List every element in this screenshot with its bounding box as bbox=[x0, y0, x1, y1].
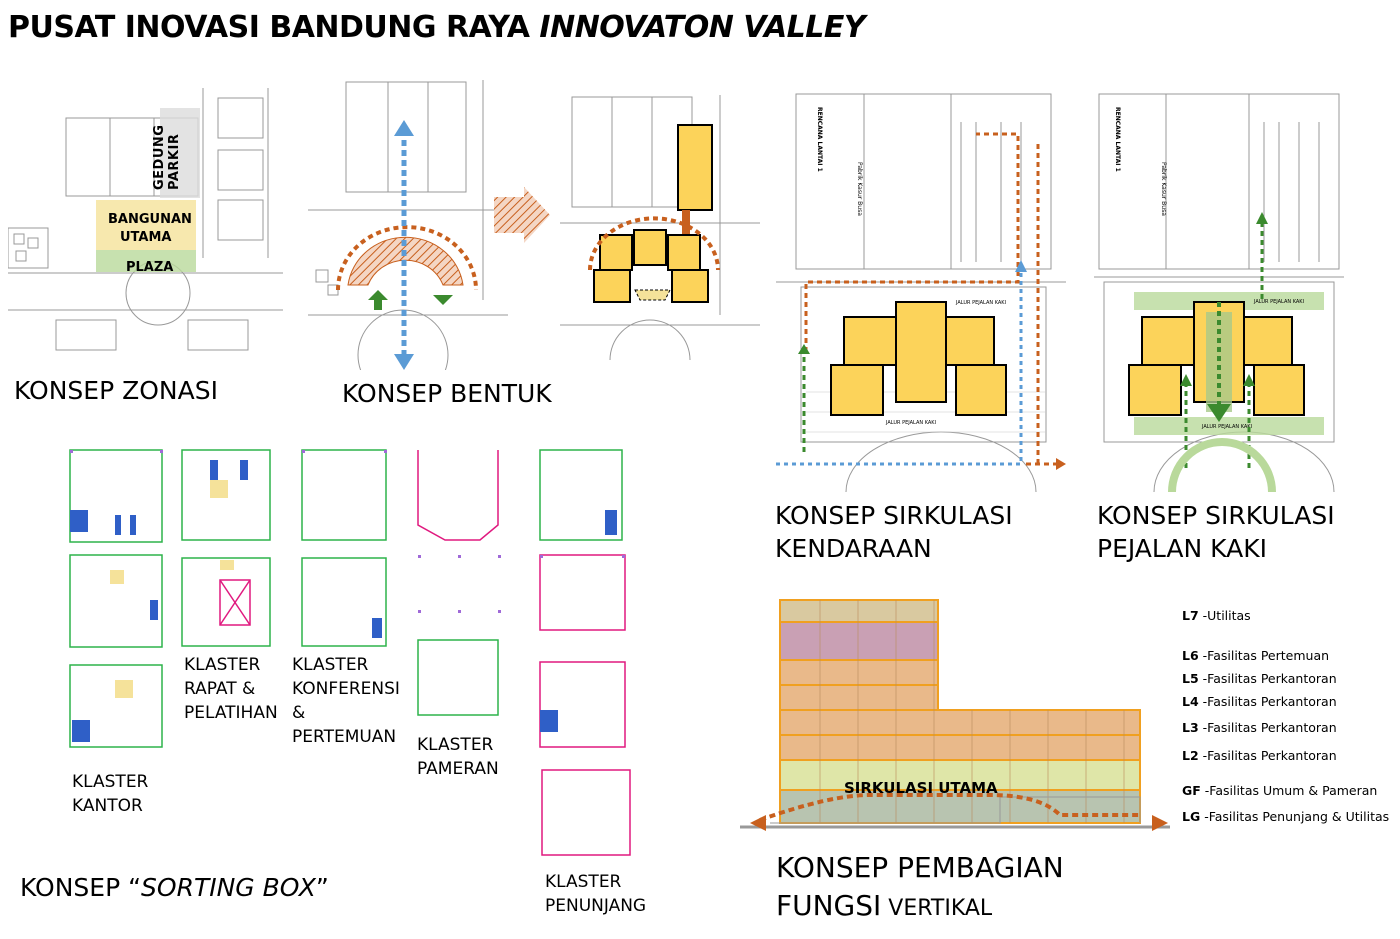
bentuk-diagram-2 bbox=[560, 95, 760, 360]
caption-sirkulasi-kendaraan-2: KENDARAAN bbox=[775, 534, 932, 563]
center-label-sirkulasi: SIRKULASI UTAMA bbox=[844, 779, 998, 797]
sirkulasi-pejalan-plan: RENCANA LANTAI 1 Pabrik Kasur Busa JALUR… bbox=[1094, 93, 1344, 492]
legend-name: -Fasilitas Perkantoran bbox=[1198, 671, 1337, 686]
legend-name: -Fasilitas Perkantoran bbox=[1198, 720, 1337, 735]
legend-name: -Fasilitas Penunjang & Utilitas bbox=[1200, 809, 1390, 824]
legend-code: L7 bbox=[1182, 608, 1199, 623]
legend-code: L3 bbox=[1182, 720, 1199, 735]
legend-item-l4: L4 -Fasilitas Perkantoran bbox=[1182, 694, 1337, 709]
label-utama: UTAMA bbox=[120, 230, 172, 245]
sirkulasi-kendaraan-plan: RENCANA LANTAI 1 Pabrik Kasur Busa JALUR… bbox=[776, 93, 1066, 492]
sorting-box-plans bbox=[69, 449, 631, 856]
label-bangunan: BANGUNAN bbox=[108, 212, 192, 227]
floor-l7 bbox=[779, 599, 939, 623]
floor-l4 bbox=[779, 684, 939, 711]
bentuk-diagram-1 bbox=[308, 80, 508, 370]
plan-title: RENCANA LANTAI 1 bbox=[816, 107, 823, 172]
legend-name: -Fasilitas Perkantoran bbox=[1198, 748, 1337, 763]
legend-item-gf: GF -Fasilitas Umum & Pameran bbox=[1182, 783, 1377, 798]
caption-konsep-zonasi: KONSEP ZONASI bbox=[14, 376, 218, 405]
caption-vertikal-2: FUNGSI VERTIKAL bbox=[776, 889, 993, 922]
legend-item-lg: LG -Fasilitas Penunjang & Utilitas bbox=[1182, 809, 1389, 824]
path-label-bottom: JALUR PEJALAN KAKI bbox=[1201, 424, 1252, 430]
caption-sirkulasi-pejalan-1: KONSEP SIRKULASI bbox=[1097, 501, 1335, 530]
zonasi-site-plan bbox=[8, 88, 283, 351]
plan-label: Pabrik Kasur Busa bbox=[1160, 162, 1167, 216]
path-label-top: JALUR PEJALAN KAKI bbox=[955, 300, 1006, 306]
legend-code: L5 bbox=[1182, 671, 1199, 686]
floor-l5 bbox=[779, 659, 939, 686]
legend-item-l5: L5 -Fasilitas Perkantoran bbox=[1182, 671, 1337, 686]
page-title: PUSAT INOVASI BANDUNG RAYA INNOVATON VAL… bbox=[8, 10, 866, 45]
legend-item-l2: L2 -Fasilitas Perkantoran bbox=[1182, 748, 1337, 763]
legend-item-l3: L3 -Fasilitas Perkantoran bbox=[1182, 720, 1337, 735]
legend-item-l7: L7 -Utilitas bbox=[1182, 608, 1251, 623]
plan-title: RENCANA LANTAI 1 bbox=[1114, 107, 1121, 172]
floor-l6 bbox=[779, 621, 939, 661]
caption-konsep-bentuk: KONSEP BENTUK bbox=[342, 379, 552, 408]
label-plaza: PLAZA bbox=[126, 260, 174, 275]
path-label-bottom: JALUR PEJALAN KAKI bbox=[885, 420, 936, 426]
legend-code: L2 bbox=[1182, 748, 1199, 763]
legend-name: -Fasilitas Pertemuan bbox=[1198, 648, 1330, 663]
vertikal-section: SIRKULASI UTAMA bbox=[740, 599, 1170, 831]
legend-name: -Fasilitas Umum & Pameran bbox=[1200, 783, 1378, 798]
caption-sirkulasi-pejalan-2: PEJALAN KAKI bbox=[1097, 534, 1267, 563]
caption-sorting-box: KONSEP “SORTING BOX” bbox=[20, 873, 329, 902]
caption-vertikal-1: KONSEP PEMBAGIAN bbox=[776, 851, 1064, 884]
legend-name: -Fasilitas Perkantoran bbox=[1198, 694, 1337, 709]
legend-item-l6: L6 -Fasilitas Pertemuan bbox=[1182, 648, 1329, 663]
path-label-top: JALUR PEJALAN KAKI bbox=[1253, 299, 1304, 305]
bentuk-transform-arrow bbox=[494, 187, 550, 243]
floor-l3 bbox=[779, 709, 1141, 736]
legend-code: L6 bbox=[1182, 648, 1199, 663]
legend-code: L4 bbox=[1182, 694, 1199, 709]
label-gedung-parkir: GEDUNG PARKIR bbox=[152, 124, 182, 190]
caption-sirkulasi-kendaraan-1: KONSEP SIRKULASI bbox=[775, 501, 1013, 530]
legend-code: LG bbox=[1182, 809, 1201, 824]
plan-label: Pabrik Kasur Busa bbox=[856, 162, 863, 216]
legend-code: GF bbox=[1182, 783, 1201, 798]
legend-name: -Utilitas bbox=[1198, 608, 1251, 623]
